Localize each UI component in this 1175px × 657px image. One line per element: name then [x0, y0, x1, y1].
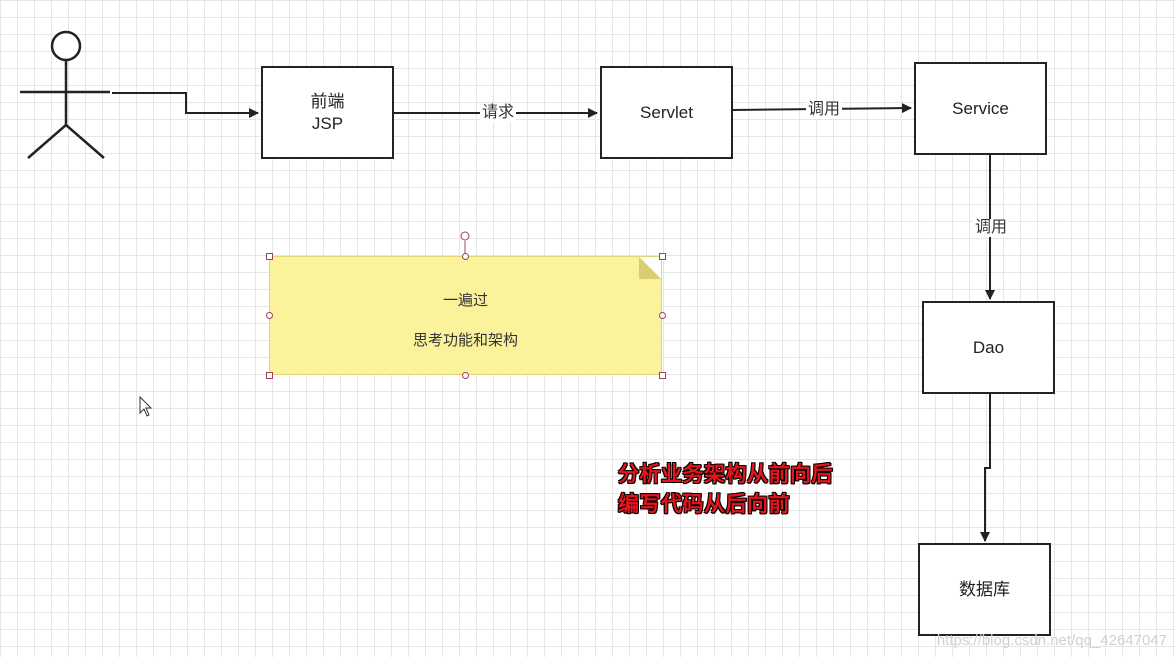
edge-dao-to-database[interactable]	[980, 393, 991, 542]
resize-handle-bottom-right[interactable]	[659, 372, 666, 379]
node-service-label: Service	[952, 98, 1009, 118]
node-frontend-line1: 前端	[310, 91, 345, 111]
node-frontend-jsp[interactable]: 前端 JSP	[261, 66, 394, 159]
user-actor-icon[interactable]	[20, 30, 110, 159]
edge-label-request: 请求	[480, 104, 517, 122]
node-database[interactable]: 数据库	[918, 543, 1051, 636]
resize-handle-left[interactable]	[266, 312, 273, 319]
watermark: https://blog.csdn.net/qq_42647047	[936, 632, 1167, 649]
note-line-1: 一遍过	[442, 292, 488, 309]
resize-handle-top-right[interactable]	[659, 253, 666, 260]
node-servlet[interactable]: Servlet	[600, 66, 733, 159]
sticky-note[interactable]: 一遍过 思考功能和架构	[269, 256, 662, 375]
node-frontend-line2: JSP	[311, 113, 344, 133]
edge-label-call-1: 调用	[806, 101, 843, 119]
node-database-label: 数据库	[959, 579, 1010, 599]
node-dao-label: Dao	[972, 337, 1005, 357]
resize-handle-bottom[interactable]	[462, 372, 469, 379]
edge-label-call-2: 调用	[973, 219, 1010, 237]
emphasis-line-1: 分析业务架构从前向后	[618, 463, 833, 486]
resize-handle-top-left[interactable]	[266, 253, 273, 260]
resize-handle-bottom-left[interactable]	[266, 372, 273, 379]
node-dao[interactable]: Dao	[922, 301, 1055, 394]
note-line-2: 思考功能和架构	[412, 332, 518, 349]
rotate-handle[interactable]	[460, 231, 470, 241]
node-service[interactable]: Service	[914, 62, 1047, 155]
note-fold-corner	[639, 257, 661, 279]
emphasis-line-2: 编写代码从后向前	[618, 493, 790, 516]
resize-handle-right[interactable]	[659, 312, 666, 319]
resize-handle-top[interactable]	[462, 253, 469, 260]
node-servlet-label: Servlet	[640, 102, 693, 122]
mouse-cursor-icon	[139, 396, 153, 417]
edge-actor-to-frontend[interactable]	[112, 92, 259, 118]
